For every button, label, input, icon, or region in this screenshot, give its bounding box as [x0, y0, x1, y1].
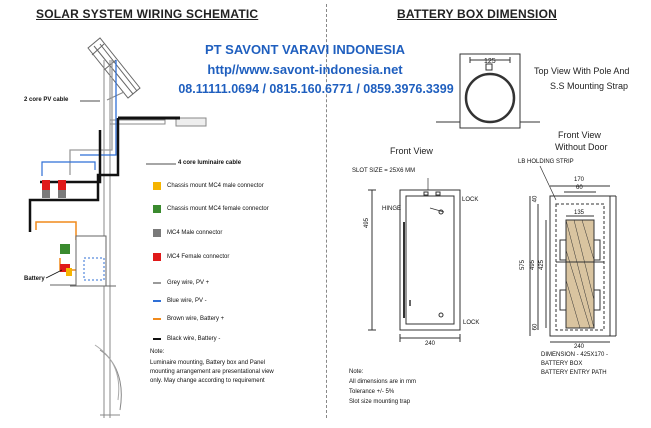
top-view-label-1: Top View With Pole And: [534, 66, 630, 76]
legend-label: MC4 Male connector: [167, 230, 223, 236]
dim-240-left: 240: [425, 341, 436, 347]
orange-square-icon: [153, 182, 161, 190]
lock-bottom-label: LOCK: [463, 320, 480, 326]
dimension-line-1: DIMENSION - 425X170 -: [541, 352, 609, 358]
legend-item: Grey wire, PV +: [153, 280, 209, 286]
dim-170: 170: [574, 177, 585, 183]
schematic-title: SOLAR SYSTEM WIRING SCHEMATIC: [36, 7, 259, 21]
company-phones: 08.11111.0694 / 0815.160.6771 / 0859.397…: [178, 82, 454, 96]
red-square-icon: [153, 253, 161, 261]
front-view: [368, 178, 461, 342]
top-view-label-2: S.S Mounting Strap: [550, 81, 629, 91]
legend-label: Brown wire, Battery +: [167, 316, 225, 322]
dimension-line-3: BATTERY ENTRY PATH: [541, 370, 607, 376]
dimension-line-2: BATTERY BOX: [541, 361, 583, 367]
legend-label: Chassis mount MC4 male connector: [167, 183, 264, 189]
dim-60-bottom: 60: [532, 323, 539, 331]
legend-item: MC4 Female connector: [153, 253, 229, 261]
dim-575: 575: [520, 259, 527, 271]
legend-label: Chassis mount MC4 female connector: [167, 206, 269, 212]
green-square-icon: [153, 205, 161, 213]
left-note-line-3: only. May change according to requiremen…: [150, 378, 265, 384]
solar-schematic-drawing: [28, 37, 207, 418]
company-url: http//www.savont-indonesia.net: [207, 62, 403, 77]
legend-item: Chassis mount MC4 male connector: [153, 182, 264, 190]
dim-240-right: 240: [574, 344, 585, 350]
battery-label: Battery: [24, 276, 45, 282]
legend-item: Black wire, Battery -: [153, 336, 220, 342]
dim-60-top: 60: [576, 185, 583, 191]
right-note-title: Note:: [349, 369, 364, 375]
blue-line-icon: [153, 300, 161, 302]
slot-size-label: SLOT SIZE = 25X6 MM: [352, 168, 416, 174]
front-view-no-door-label-1: Front View: [558, 130, 601, 140]
grey-line-icon: [153, 282, 161, 284]
front-view-without-door: [529, 165, 617, 343]
dim-495-right: 495: [530, 259, 537, 271]
top-view: [436, 53, 540, 129]
right-note-line-1: All dimensions are in mm: [349, 379, 417, 385]
legend-label: Blue wire, PV -: [167, 298, 207, 304]
legend-item: Chassis mount MC4 female connector: [153, 205, 269, 213]
center-divider: [326, 4, 327, 418]
left-note-title: Note:: [150, 349, 165, 355]
lock-top-label: LOCK: [462, 197, 479, 203]
dim-40-top: 40: [532, 195, 539, 203]
legend-item: MC4 Male connector: [153, 229, 222, 237]
grey-square-icon: [153, 229, 161, 237]
luminaire-cable-label: 4 core luminaire cable: [178, 160, 242, 166]
holding-strip-label: LB HOLDING STRIP: [518, 159, 574, 165]
front-view-label: Front View: [390, 146, 433, 156]
pv-cable-label: 2 core PV cable: [24, 97, 69, 103]
orange-line-icon: [153, 318, 161, 320]
left-note-line-2: mounting arrangement are presentational …: [150, 369, 274, 375]
company-name: PT SAVONT VARAVI INDONESIA: [204, 42, 406, 57]
dim-425: 425: [539, 259, 546, 271]
solar-panel: [87, 37, 141, 99]
legend-label: Grey wire, PV +: [167, 280, 210, 286]
left-note-line-1: Luminaire mounting, Battery box and Pane…: [150, 360, 266, 366]
battery-box-title: BATTERY BOX DIMENSION: [397, 7, 557, 21]
black-line-icon: [153, 338, 161, 340]
legend-label: MC4 Female connector: [167, 254, 230, 260]
front-view-no-door-label-2: Without Door: [555, 142, 608, 152]
dim-495-left: 495: [364, 217, 371, 229]
right-note-line-3: Slot size mounting trap: [349, 399, 411, 405]
hinge-label: HINGE: [382, 206, 402, 212]
legend-label: Black wire, Battery -: [167, 336, 221, 342]
top-dim-125: 125: [484, 58, 496, 65]
right-note-line-2: Tolerance +/- 5%: [349, 389, 395, 395]
dim-135: 135: [574, 210, 585, 216]
legend-item: Blue wire, PV -: [153, 298, 207, 304]
legend-item: Brown wire, Battery +: [153, 316, 224, 322]
